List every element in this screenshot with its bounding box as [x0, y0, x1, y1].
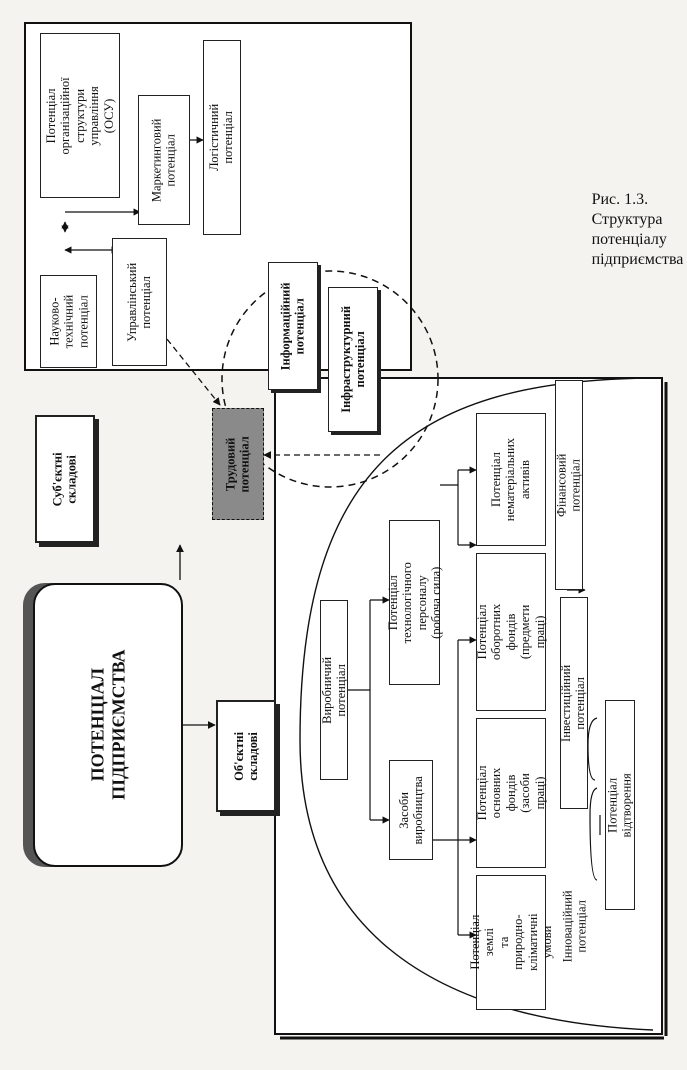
informational-label: Інформаційний потенціал — [278, 282, 308, 370]
org-structure-label: Потенціал організаційної структури управ… — [44, 76, 116, 155]
org-structure-node: Потенціал організаційної структури управ… — [40, 33, 120, 198]
main-node: ПОТЕНЦІАЛ ПІДПРИЄМСТВА — [33, 583, 183, 867]
innovation-label: Інноваційний потенціал — [560, 890, 589, 962]
logistics-label: Логістичний потенціал — [207, 103, 237, 172]
infrastructural-node: Інфраструктурний потенціал — [328, 287, 378, 432]
objective-arc — [299, 377, 654, 1031]
informational-node: Інформаційний потенціал — [268, 262, 318, 390]
marketing-node: Маркетинговий потенціал — [138, 95, 190, 225]
scientific-technical-label: Науково- технічний потенціал — [46, 294, 90, 349]
main-node-label: ПОТЕНЦІАЛ ПІДПРИЄМСТВА — [87, 649, 128, 801]
financial-label: Фінансовий потенціал — [554, 453, 584, 517]
reproduction-node: Потенціал відтворення — [605, 700, 635, 910]
logistics-node: Логістичний потенціал — [203, 40, 241, 235]
subjective-node: Суб'єктні складові — [35, 415, 95, 543]
infrastructural-label: Інфраструктурний потенціал — [338, 306, 367, 413]
investment-label: Інвестиційний потенціал — [559, 664, 589, 742]
marketing-label: Маркетинговий потенціал — [149, 118, 179, 202]
management-node: Управлінський потенціал — [112, 238, 167, 366]
working-assets-label: Потенціал оборотних фондів (предмети пра… — [475, 603, 547, 661]
subjective-node-label: Суб'єктні складові — [50, 452, 79, 506]
scientific-technical-node: Науково- технічний потенціал — [40, 275, 97, 368]
technological-personnel-node: Потенціал технологічного персоналу (робо… — [386, 520, 443, 685]
land-node: Потенціал землі та природно- кліматичні … — [468, 875, 554, 1010]
fixed-assets-label: Потенціал основних фондів (засоби праці) — [475, 765, 547, 821]
figure-caption: Рис. 1.3. Структура потенціалу підприємс… — [592, 60, 684, 400]
labor-circle — [221, 270, 439, 488]
reproduction-label: Потенціал відтворення — [605, 772, 634, 838]
objective-node-label: Об'єктні складові — [231, 731, 260, 781]
financial-node: Фінансовий потенціал — [555, 380, 583, 590]
means-of-production-label: Засоби виробництва — [396, 775, 425, 845]
production-label: Виробничий потенціал — [319, 656, 348, 724]
fixed-assets-node: Потенціал основних фондів (засоби праці) — [475, 718, 547, 868]
technological-personnel-label: Потенціал технологічного персоналу (робо… — [385, 561, 443, 644]
working-assets-node: Потенціал оборотних фондів (предмети пра… — [475, 553, 547, 711]
labor-label: Трудовий потенціал — [223, 435, 253, 493]
means-of-production-node: Засоби виробництва — [389, 760, 433, 860]
innovation-node: Інноваційний потенціал — [560, 826, 590, 1026]
intangible-assets-label: Потенціал нематеріальних активів — [489, 437, 533, 522]
production-node: Виробничий потенціал — [320, 600, 348, 780]
figure-caption-text: Рис. 1.3. Структура потенціалу підприємс… — [591, 191, 684, 268]
intangible-assets-node: Потенціал нематеріальних активів — [476, 413, 546, 546]
land-label: Потенціал землі та природно- кліматичні … — [467, 913, 554, 972]
management-label: Управлінський потенціал — [125, 262, 154, 342]
investment-node: Інвестиційний потенціал — [560, 597, 588, 809]
labor-node: Трудовий потенціал — [212, 408, 264, 520]
objective-node: Об'єктні складові — [216, 700, 276, 812]
